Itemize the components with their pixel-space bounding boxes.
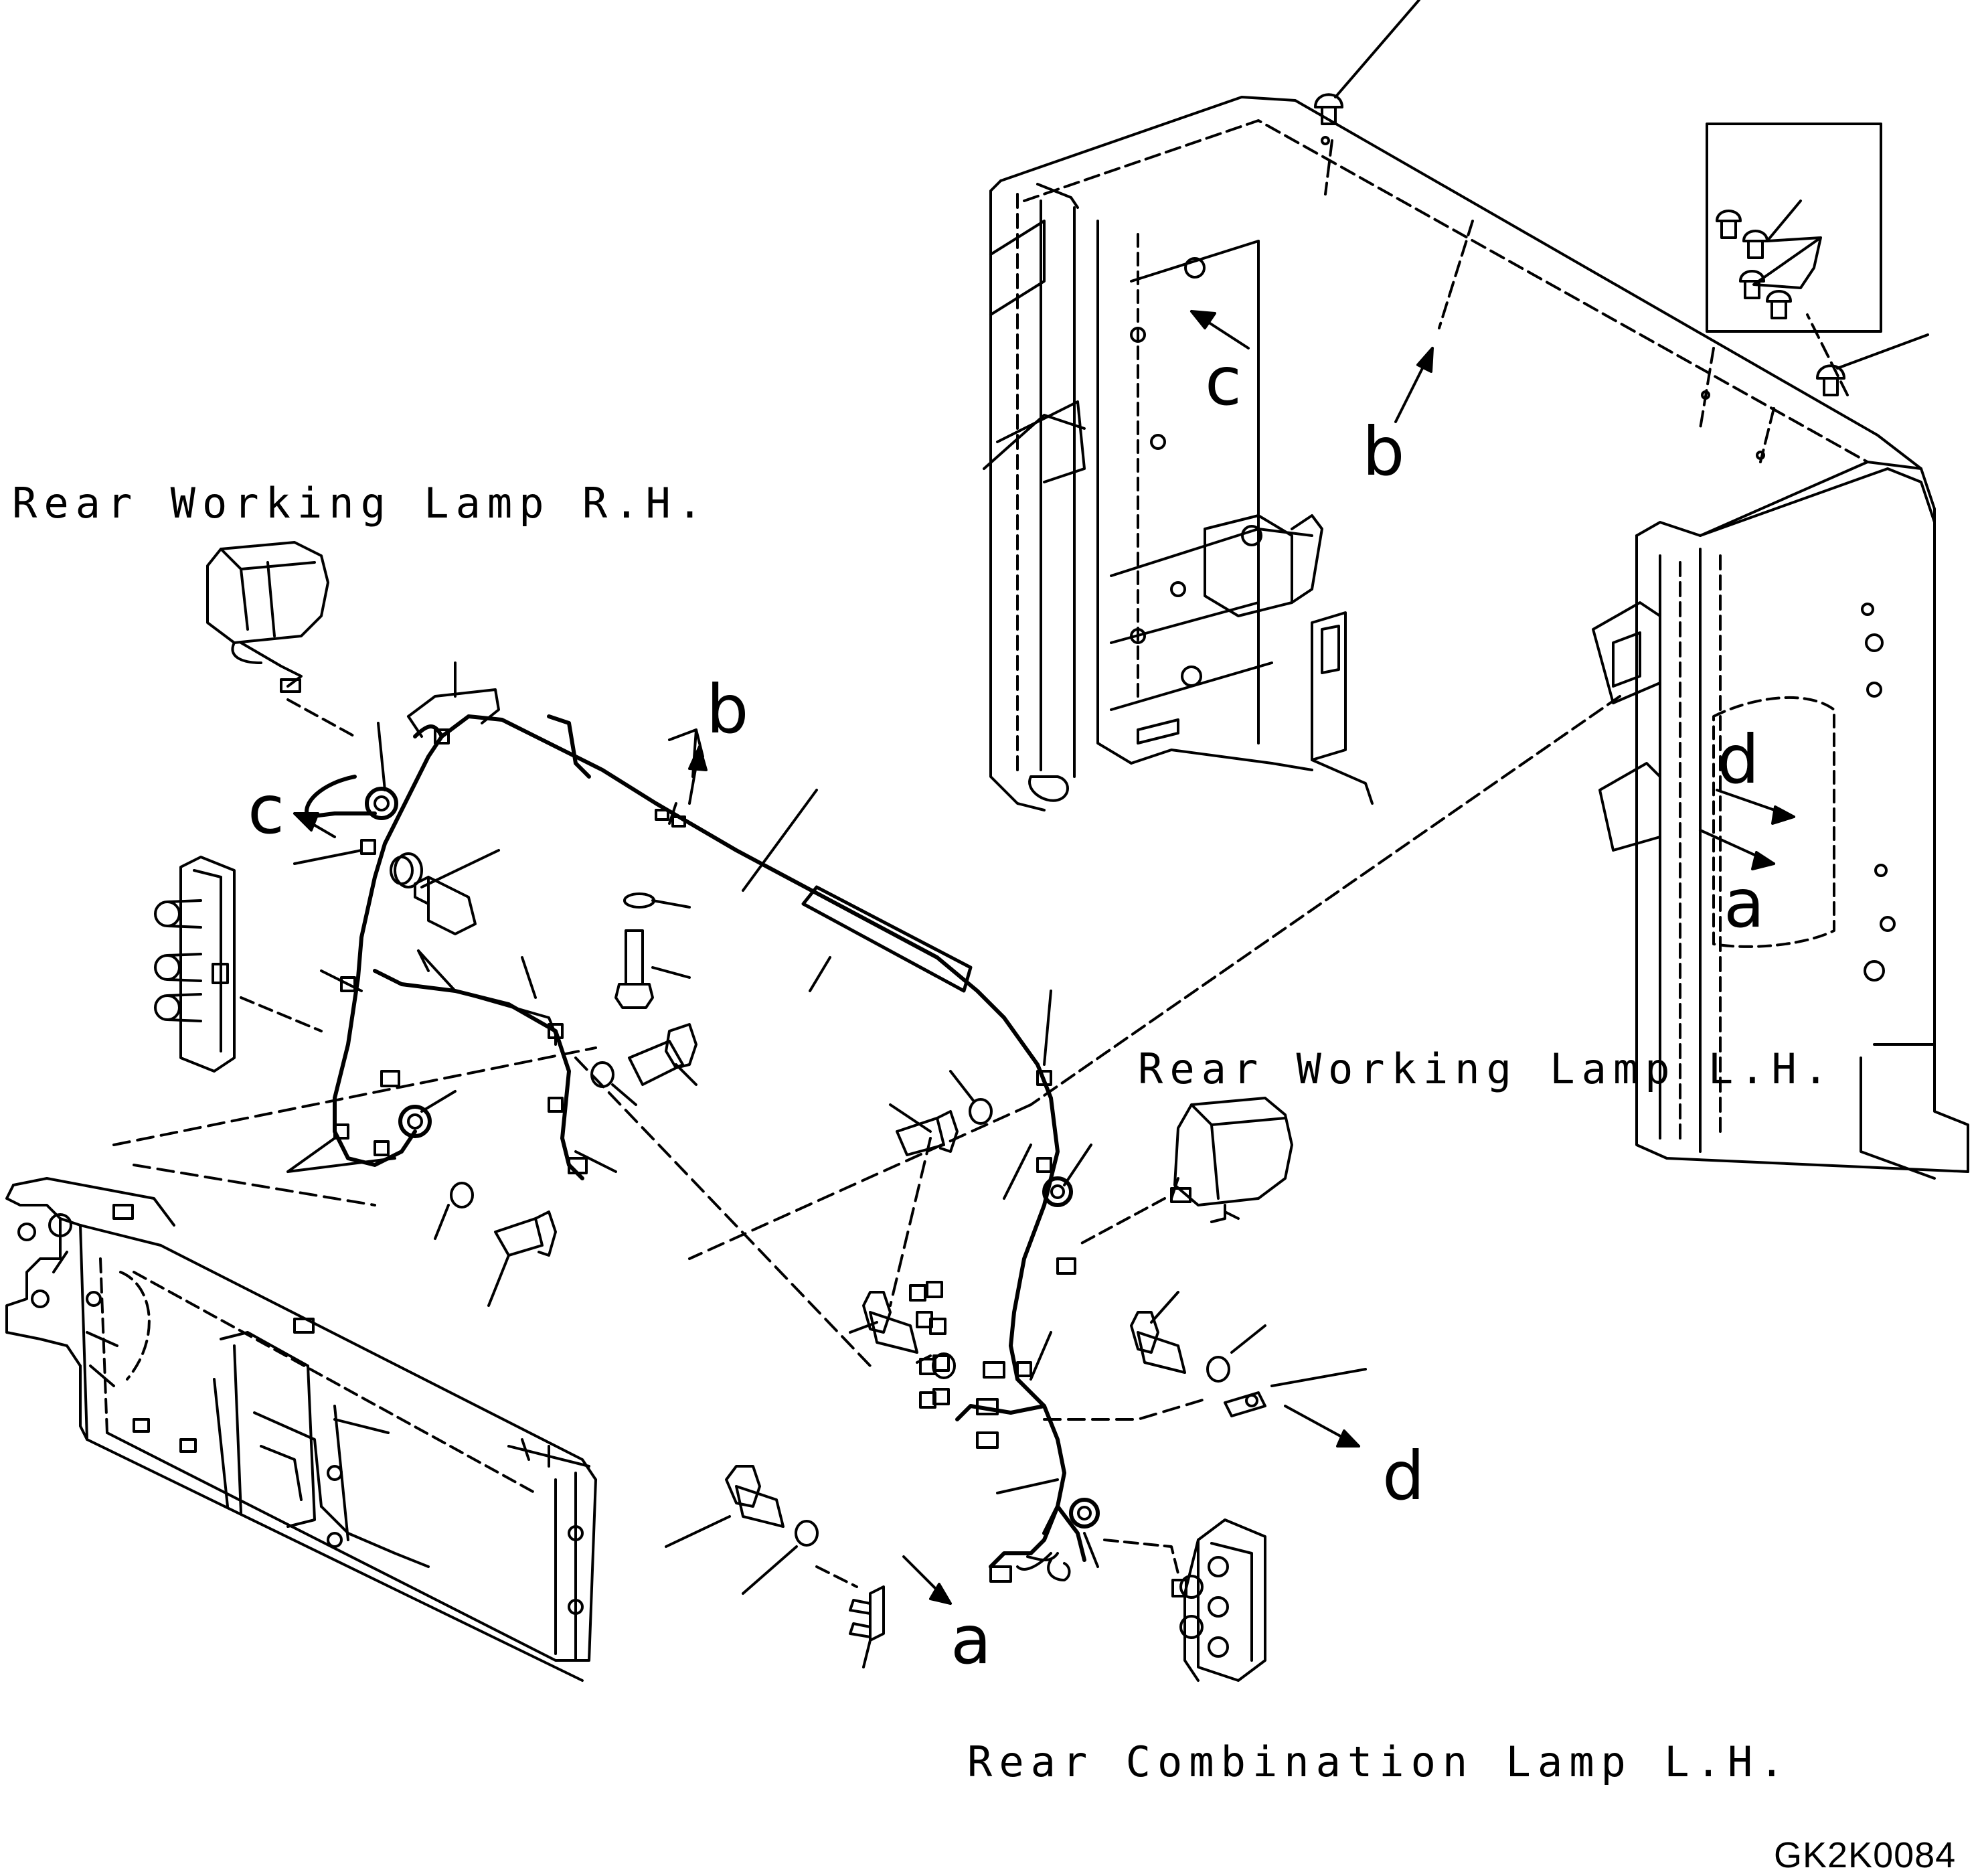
ref-letter-a-lower: a — [951, 1601, 992, 1679]
ref-letter-b-upper: b — [1362, 412, 1405, 491]
lower-rear-frame — [5, 802, 677, 1682]
label-rear-working-lamp-lh: Rear Working Lamp L.H. — [1138, 1044, 1835, 1093]
ref-letter-b-harness: b — [706, 670, 749, 749]
rear-working-lamp-rh — [206, 541, 356, 738]
clamp-parts — [815, 1368, 1367, 1668]
leader-lines — [286, 661, 1099, 1568]
inset-bolt-box — [1706, 123, 1882, 333]
rear-combination-lamp-rh — [154, 856, 323, 1073]
harness-sleeves — [333, 688, 1100, 1583]
dashed-assembly-lines — [112, 1046, 1206, 1421]
ref-letter-d-lower: d — [1382, 1437, 1425, 1515]
ref-letter-a-upper: a — [1724, 864, 1765, 943]
reference-arrows — [293, 310, 1795, 1605]
rear-frame-structure — [983, 96, 1969, 1180]
rear-working-lamp-lh — [1076, 1097, 1293, 1247]
ref-letter-c-upper: c — [1205, 342, 1242, 420]
label-rear-combination-lamp-lh: Rear Combination Lamp L.H. — [967, 1737, 1791, 1786]
label-rear-working-lamp-rh: Rear Working Lamp R.H. — [12, 479, 710, 528]
wire-harness — [305, 714, 1086, 1569]
rear-combination-lamp-lh — [1103, 1518, 1266, 1682]
ref-letter-d-upper: d — [1717, 720, 1760, 799]
loose-connectors — [909, 1281, 950, 1409]
drawing-code: GK2K0084 — [1774, 1835, 1957, 1875]
top-plate-bolts — [1314, 0, 1929, 396]
ref-letter-c-harness: c — [248, 771, 284, 849]
